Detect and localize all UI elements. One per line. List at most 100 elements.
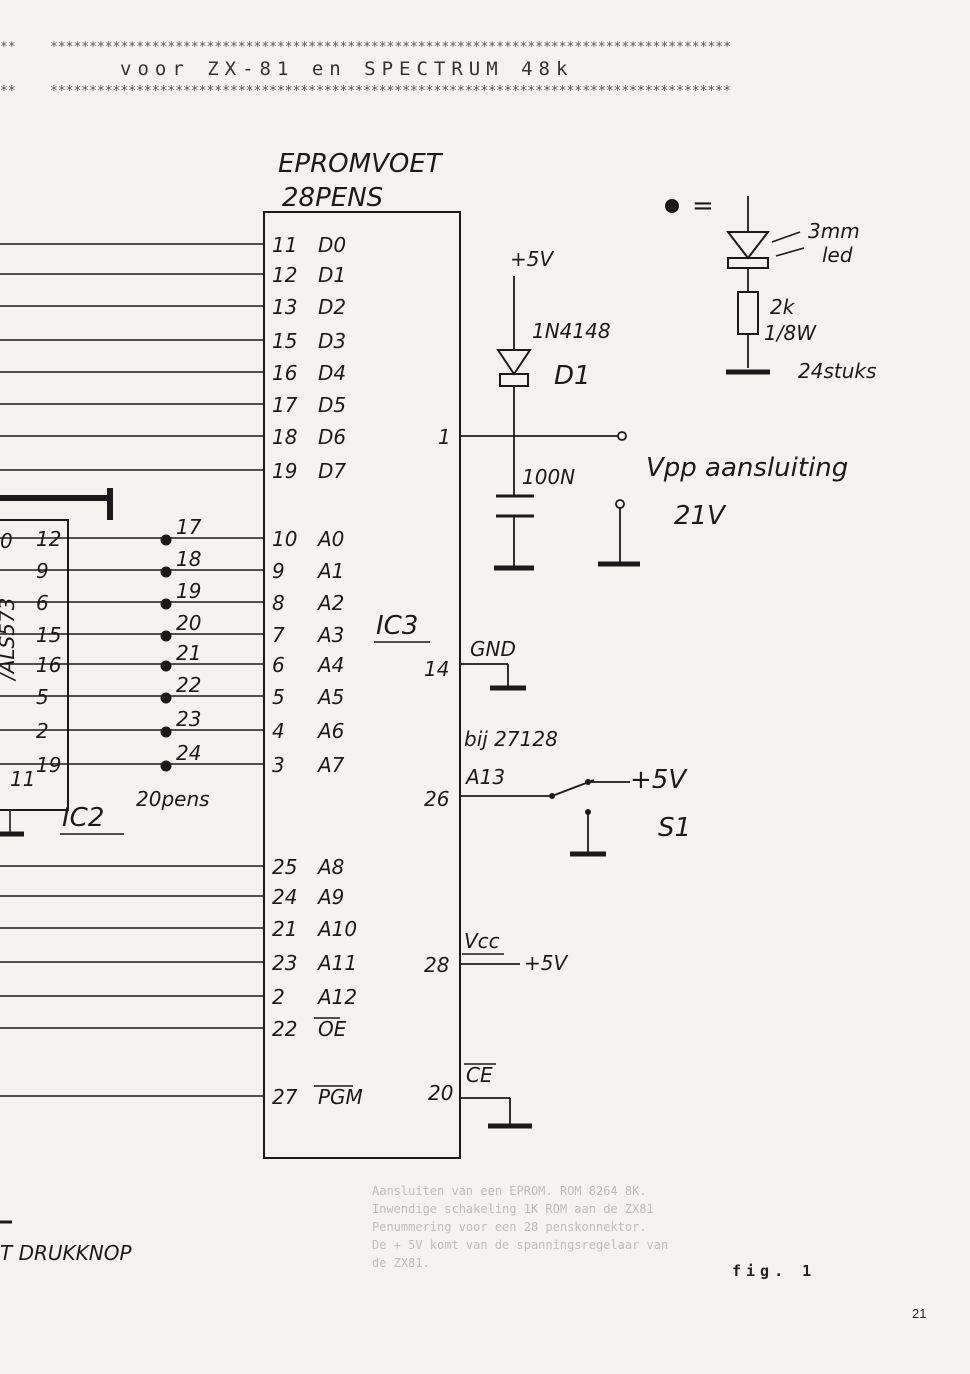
ic3-right-pin-signal: CE [466,1063,493,1087]
diode-symbol [496,349,532,376]
legend-led-ray-2 [775,247,805,257]
ic3-pin-signal: D0 [318,233,346,257]
legend-res: 2k [770,295,796,319]
legend-dot [665,199,679,213]
vpp-probe-terminal [615,499,625,509]
ic3-right-pin-number: 26 [424,787,449,811]
ic2-pin-number: 5 [36,685,49,709]
ic3-pin-signal: A3 [316,623,344,647]
ghost-line-3: Penummering voor een 28 penskonnektor. [372,1220,647,1234]
ic3-pin-signal: A4 [316,653,344,677]
ic3-pin-number: 25 [272,855,297,879]
ic3-pin-signal: PGM [318,1085,363,1109]
star-row-bottom: ****************************************… [50,84,731,99]
ic3-right-pin-signal: Vcc [464,929,500,953]
led-dot-number: 21 [176,641,201,665]
ic3-pin-signal: D6 [318,425,346,449]
ic3-pin-signal: D7 [318,459,346,483]
ic3-pin-number: 24 [272,885,297,909]
legend-led-ray-1 [771,231,801,243]
led-dot [160,760,172,772]
ic3-pin-number: 8 [272,591,285,615]
page-number: 21 [912,1306,927,1321]
ic3-pin-number: 7 [272,623,285,647]
star-row-left-bottom: ** [0,84,16,99]
star-row-top: ****************************************… [50,40,731,55]
led-dot-number: 23 [176,707,201,731]
ic3-pin-number: 27 [272,1085,298,1109]
ghost-line-2: Inwendige schakeling 1K ROM aan de ZX81 [372,1202,654,1216]
led-dot [160,726,172,738]
legend-resistor [737,291,759,335]
led-dot [160,660,172,672]
led-dot [160,534,172,546]
switch-name: S1 [658,813,691,843]
ic2-pin-bottom: 11 [10,767,35,791]
legend-count: 24stuks [798,359,876,383]
ic3-right-pin-number: 14 [424,657,449,681]
ic3-pin-number: 15 [272,329,297,353]
ic3-right-pin-signal: GND [470,637,516,661]
switch-plus: +5V [630,765,688,795]
switch-pole-down [585,809,591,815]
ic3-pin-signal: A11 [316,951,357,975]
ic2-part: /ALS573 [0,598,19,682]
legend-led: 3mm [808,219,860,243]
ic2-pin-number: 19 [36,753,61,777]
ic3-pin-number: 21 [272,917,297,941]
ic3-pin-number: 4 [272,719,285,743]
ic3-pin-signal: A7 [316,753,345,777]
vcc-plus: +5V [524,951,568,975]
ic3-pin-number: 6 [272,653,285,677]
ic3-label: IC3 [376,611,418,641]
ic2-pin-number: 15 [36,623,61,647]
ghost-line-4: De + 5V komt van de spanningsregelaar va… [372,1238,669,1252]
ic3-pin-number: 11 [272,233,297,257]
legend-res-watt: 1/8W [764,321,817,345]
ic2-pin-number: 6 [36,591,49,615]
led-dot-number: 19 [176,579,201,603]
ic3-pin-signal: D4 [318,361,346,385]
ic3-right-pin-signal: A13 [464,765,505,789]
star-row-left-top: ** [0,40,16,55]
ic2-label: IC2 [62,803,104,833]
ic3-pin-signal: OE [318,1017,347,1041]
ic3-pin-signal: D1 [318,263,346,287]
ic3-right-pin-number: 1 [438,425,451,449]
ic3-pin-number: 5 [272,685,285,709]
ic3-pin-signal: D3 [318,329,346,353]
legend-led-symbol [725,231,771,260]
vpp-terminal [617,431,627,441]
diode-type: 1N4148 [532,319,611,343]
diode-name: D1 [554,361,591,391]
switch-pole-up [585,779,591,785]
led-dot-number: 18 [176,547,201,571]
ic2-pin-number: 9 [36,559,49,583]
ic3-pin-signal: A10 [316,917,357,941]
ic3-pin-signal: A8 [316,855,344,879]
ic2-pin-top: 0 [0,529,13,553]
led-dot-number: 24 [176,741,201,765]
ic3-pin-signal: D5 [318,393,346,417]
ic3-pin-number: 2 [272,985,285,1009]
vpp-voltage: 21V [674,501,727,531]
legend-equals: = [692,191,714,221]
ic2-pin-number: 2 [36,719,49,743]
led-dot [160,630,172,642]
ic3-pin-signal: A2 [316,591,344,615]
ic3-caption-2: 28PENS [282,183,383,213]
ghost-line-1: Aansluiten van een EPROM. ROM 8264 8K. [372,1184,647,1198]
ic3-pin-number: 3 [272,753,285,777]
ic3-pin-number: 17 [272,393,298,417]
led-dot [160,598,172,610]
ic3-caption-1: EPROMVOET [278,149,444,179]
led-dot [160,692,172,704]
led-dot-number: 20 [176,611,201,635]
ic3-pin-number: 10 [272,527,297,551]
drukknop-label: T DRUKKNOP [0,1241,132,1265]
cap-label: 100N [522,465,575,489]
bij-label: bij 27128 [464,727,558,751]
